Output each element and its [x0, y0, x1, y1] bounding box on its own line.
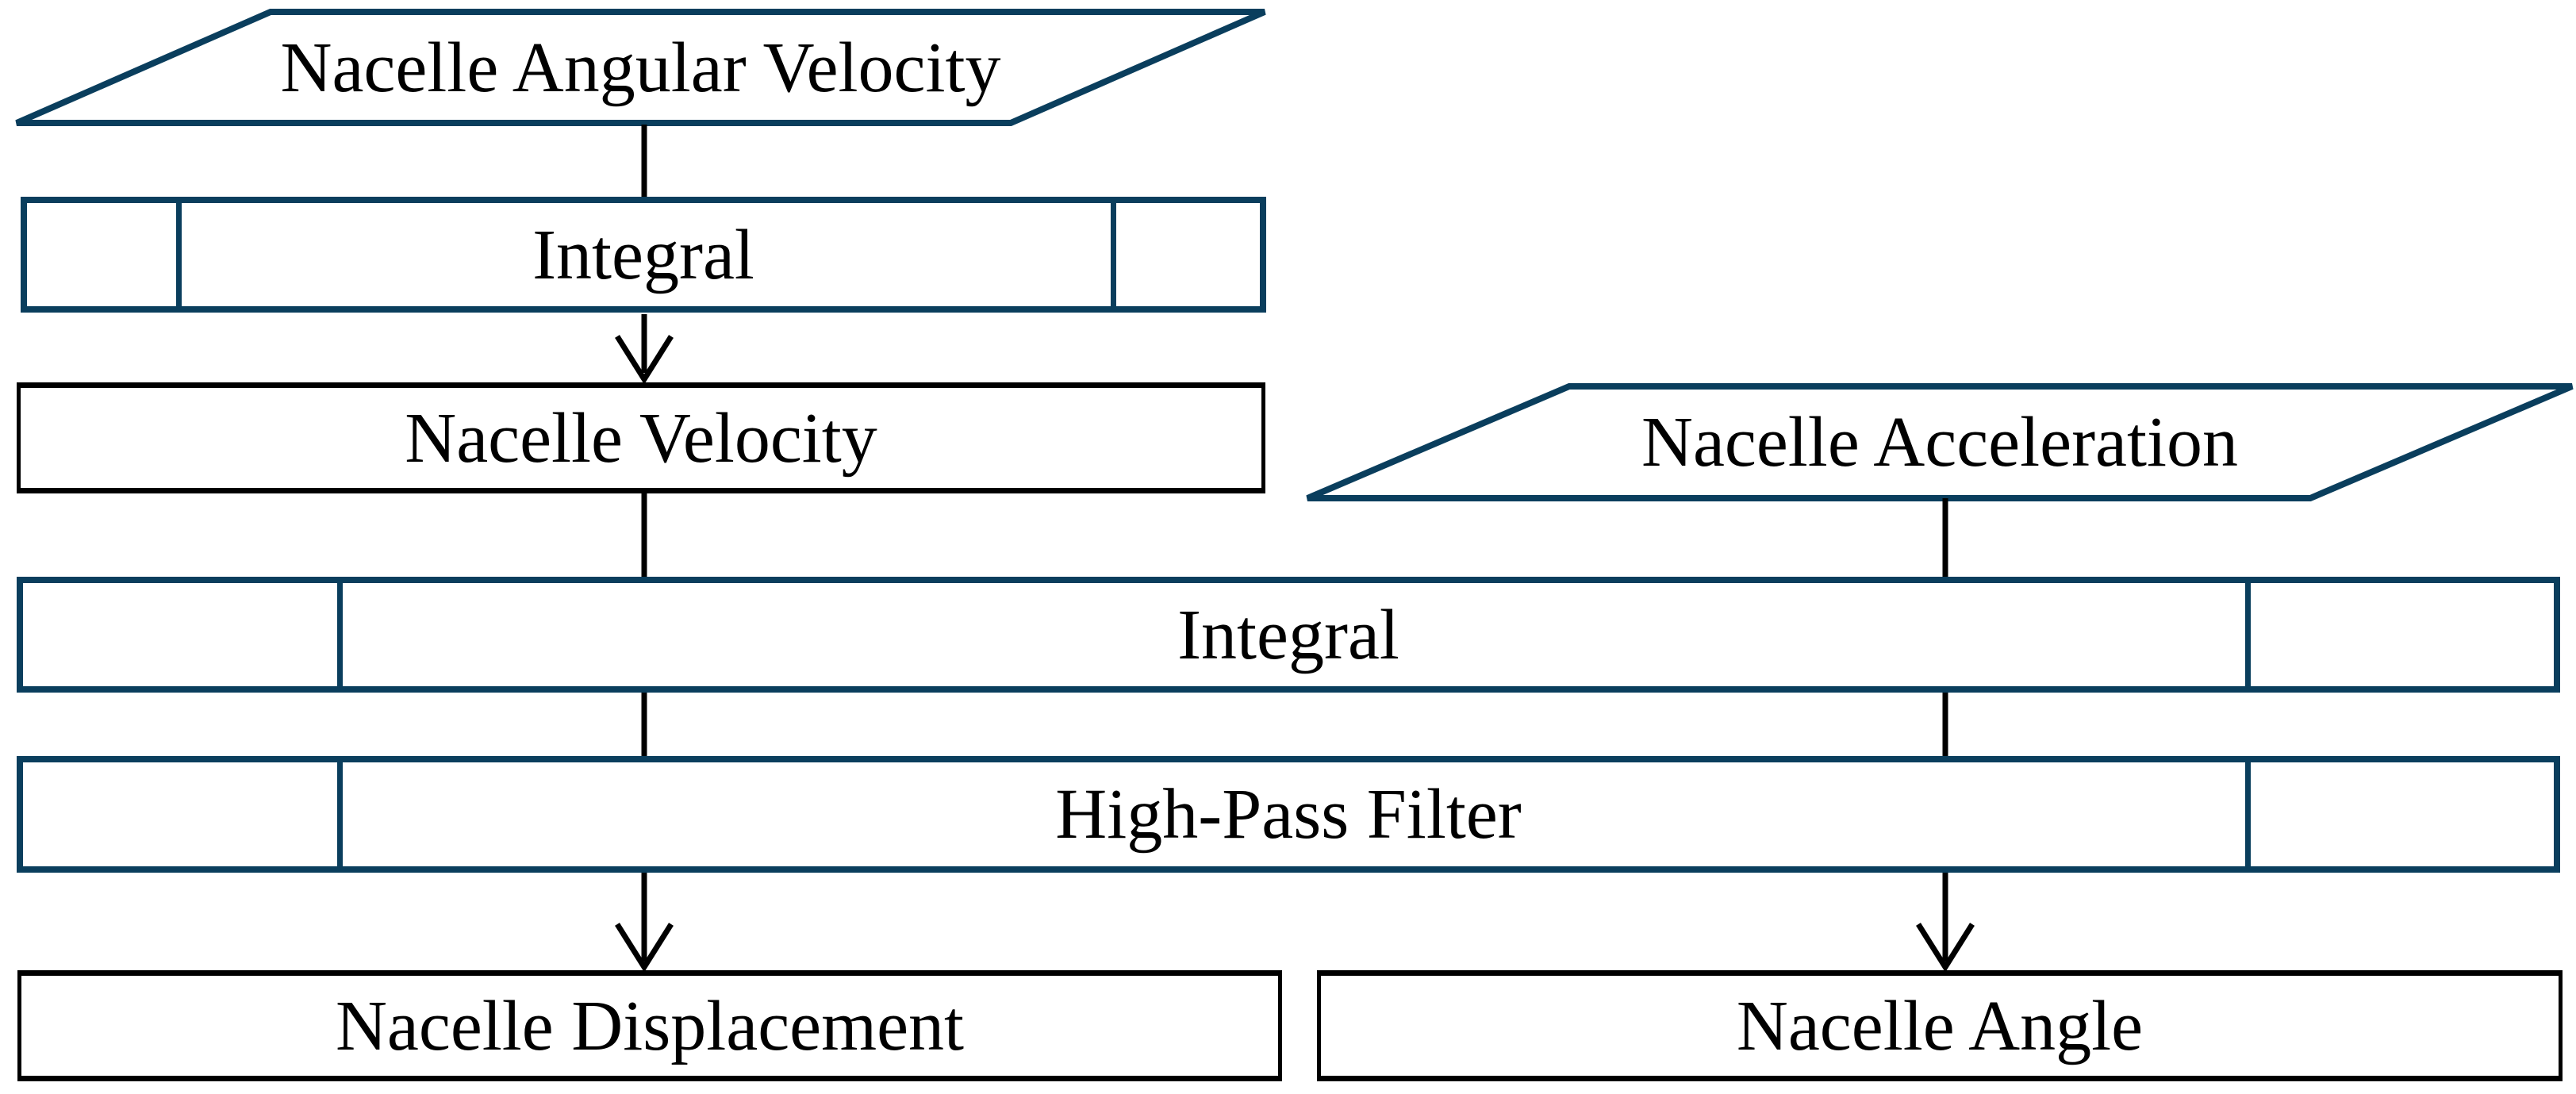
node-integral-top: Integral — [21, 197, 1266, 313]
parallelogram-nacelle-acceleration — [1306, 383, 2574, 501]
node-label-integral-wide: Integral — [1177, 595, 1399, 674]
node-nacelle-displacement: Nacelle Displacement — [17, 970, 1282, 1081]
predefined-process-left-bar — [176, 203, 182, 306]
predefined-process-left-bar — [337, 583, 343, 686]
node-integral-wide: Integral — [17, 577, 2560, 693]
arrowhead-to-nacelle-displacement — [615, 923, 674, 973]
arrowhead-to-nacelle-angle — [1916, 923, 1975, 973]
predefined-process-right-bar — [2245, 762, 2251, 866]
parallelogram-nacelle-angular-velocity — [15, 9, 1266, 126]
node-label-nacelle-velocity: Nacelle Velocity — [405, 398, 877, 478]
node-label-integral-top: Integral — [532, 215, 754, 294]
node-label-nacelle-angular-velocity: Nacelle Angular Velocity — [280, 28, 1001, 107]
predefined-process-right-bar — [2245, 583, 2251, 686]
node-label-nacelle-displacement: Nacelle Displacement — [335, 986, 965, 1065]
node-nacelle-velocity: Nacelle Velocity — [17, 382, 1265, 493]
node-high-pass-filter: High-Pass Filter — [17, 756, 2560, 873]
predefined-process-left-bar — [337, 762, 343, 866]
predefined-process-right-bar — [1111, 203, 1116, 306]
node-label-nacelle-angle: Nacelle Angle — [1736, 986, 2144, 1065]
node-label-nacelle-acceleration: Nacelle Acceleration — [1641, 403, 2239, 482]
node-label-high-pass-filter: High-Pass Filter — [1055, 775, 1522, 854]
arrowhead-to-nacelle-velocity — [615, 335, 674, 385]
node-nacelle-angle: Nacelle Angle — [1317, 970, 2563, 1081]
